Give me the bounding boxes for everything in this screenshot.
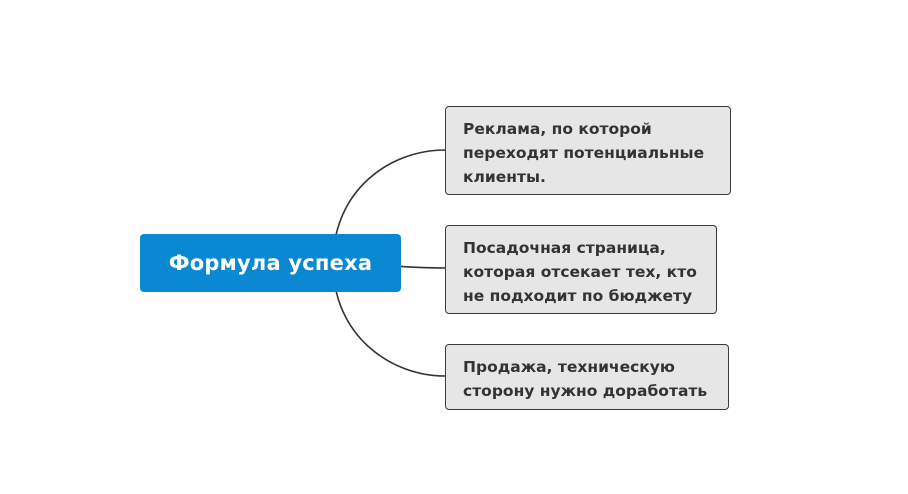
branch-node-advertising[interactable]: Реклама, по которой переходят потенциаль… bbox=[445, 106, 731, 195]
root-topic-label: Формула успеха bbox=[168, 251, 373, 275]
branch-node-sales[interactable]: Продажа, техническую сторону нужно дораб… bbox=[445, 344, 729, 410]
branch-node-text-line: Продажа, техническую bbox=[463, 358, 675, 376]
branch-node-text-line: не подходит по бюджету bbox=[463, 287, 693, 305]
branch-node-text-line: сторону нужно доработать bbox=[463, 382, 708, 400]
branch-node-text-line: переходят потенциальные bbox=[463, 144, 705, 162]
branch-node-text-line: Посадочная страница, bbox=[463, 239, 666, 257]
branch-node-landing-page[interactable]: Посадочная страница, которая отсекает те… bbox=[445, 225, 717, 314]
root-topic-node[interactable]: Формула успеха bbox=[140, 234, 401, 292]
branch-node-text-line: Реклама, по которой bbox=[463, 120, 652, 138]
branch-node-text-line: клиенты. bbox=[463, 168, 546, 186]
branch-node-text-line: которая отсекает тех, кто bbox=[463, 263, 697, 281]
